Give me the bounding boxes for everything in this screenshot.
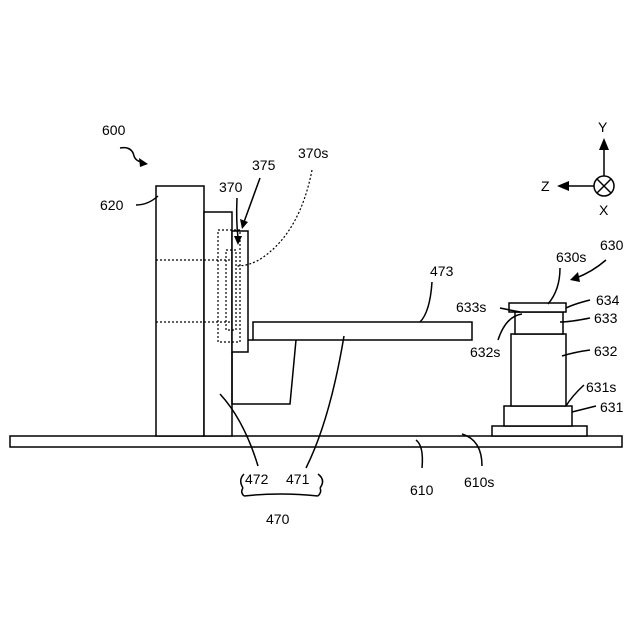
label-370s: 370s bbox=[298, 145, 328, 161]
column-620 bbox=[156, 186, 204, 436]
part-633 bbox=[515, 312, 563, 334]
label-600: 600 bbox=[102, 122, 126, 138]
label-471: 471 bbox=[286, 471, 310, 487]
label-620: 620 bbox=[100, 197, 124, 213]
leader-631s bbox=[566, 385, 584, 406]
leader-370 bbox=[237, 198, 238, 238]
label-634: 634 bbox=[596, 292, 620, 308]
base-631-lower bbox=[492, 426, 587, 436]
leader-634 bbox=[566, 300, 590, 308]
leader-631 bbox=[572, 406, 596, 412]
base-631 bbox=[504, 406, 572, 426]
label-370: 370 bbox=[219, 179, 243, 195]
y-axis-arrow bbox=[599, 138, 609, 150]
leader-471 bbox=[306, 336, 344, 468]
label-631s: 631s bbox=[586, 379, 616, 395]
part-634 bbox=[509, 303, 566, 312]
leader-375 bbox=[244, 178, 260, 222]
label-630: 630 bbox=[600, 237, 624, 253]
leader-633 bbox=[560, 318, 590, 322]
label-375: 375 bbox=[252, 157, 276, 173]
label-610: 610 bbox=[410, 482, 434, 498]
axis-label-z: Z bbox=[541, 178, 550, 194]
label-632s: 632s bbox=[470, 344, 500, 360]
label-473: 473 bbox=[430, 263, 454, 279]
leader-473 bbox=[420, 282, 432, 322]
label-633: 633 bbox=[594, 310, 618, 326]
label-632: 632 bbox=[594, 343, 618, 359]
label-631: 631 bbox=[600, 399, 624, 415]
leader-375-arrow bbox=[240, 219, 248, 229]
arm-471 bbox=[253, 322, 472, 340]
leader-600-arrow bbox=[139, 158, 148, 167]
leader-630-arrow bbox=[570, 272, 580, 282]
label-630s: 630s bbox=[556, 249, 586, 265]
body-632 bbox=[511, 334, 566, 406]
label-470: 470 bbox=[266, 511, 290, 527]
label-610s: 610s bbox=[464, 474, 494, 490]
leader-620 bbox=[136, 196, 158, 205]
z-axis-arrow bbox=[557, 181, 569, 191]
leader-630s bbox=[548, 268, 560, 304]
label-472: 472 bbox=[245, 471, 269, 487]
axis-label-y: Y bbox=[598, 119, 608, 135]
label-633s: 633s bbox=[456, 299, 486, 315]
axis-label-x: X bbox=[599, 202, 609, 218]
